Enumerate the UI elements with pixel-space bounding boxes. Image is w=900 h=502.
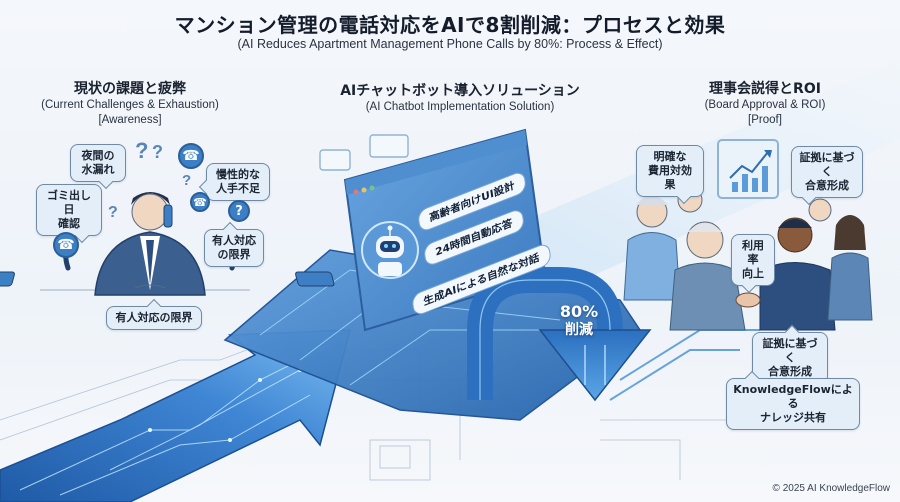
- question-mark-icon: ?: [108, 204, 118, 221]
- bubble-usage-up: 利用率 向上: [731, 234, 775, 286]
- bubble-night-leak: 夜間の 水漏れ: [70, 144, 126, 182]
- solution-title: AIチャットボット導入ソリューション: [340, 83, 580, 99]
- bubble-consensus-bottom: 証拠に基づく 合意形成: [752, 332, 828, 384]
- phone-call-icon: ☎: [190, 192, 210, 212]
- challenges-title: 現状の課題と疲弊: [74, 81, 186, 97]
- phone-call-icon: ☎: [178, 143, 204, 169]
- reduction-badge: 80% 削減: [548, 303, 610, 339]
- bubble-human-limit-side: 有人対応 の限界: [204, 229, 264, 267]
- proof-title: 理事会説得とROI: [709, 81, 821, 97]
- handshake-illustration: [623, 187, 873, 331]
- challenges-subtitle: (Current Challenges & Exhaustion): [41, 99, 219, 111]
- question-mark-icon: ?: [135, 138, 149, 163]
- question-mark-icon: ?: [182, 172, 192, 189]
- challenges-tag: [Awareness]: [98, 114, 162, 126]
- solution-heading: AIチャットボット導入ソリューション (AI Chatbot Implement…: [320, 80, 600, 115]
- question-mark-icon: ?: [152, 142, 163, 162]
- reduction-percent: 80%: [559, 302, 599, 321]
- bubble-staff-shortage: 慢性的な 人手不足: [206, 163, 270, 201]
- solution-subtitle: (AI Chatbot Implementation Solution): [365, 101, 555, 113]
- bubble-knowledge-share: KnowledgeFlowによる ナレッジ共有: [726, 378, 860, 430]
- bubble-consensus-top: 証拠に基づく 合意形成: [791, 146, 863, 198]
- proof-heading: 理事会説得とROI (Board Approval & ROI) [Proof]: [680, 78, 850, 128]
- bubble-cost-effect: 明確な 費用対効果: [636, 145, 704, 197]
- proof-tag: [Proof]: [748, 114, 782, 126]
- bubble-human-limit-bottom: 有人対応の限界: [106, 306, 202, 330]
- growth-chart-icon: [717, 139, 779, 199]
- copyright: © 2025 AI KnowledgeFlow: [772, 483, 890, 494]
- page-subtitle: (AI Reduces Apartment Management Phone C…: [237, 37, 663, 51]
- reduction-label: 削減: [565, 322, 593, 338]
- challenges-heading: 現状の課題と疲弊 (Current Challenges & Exhaustio…: [20, 78, 240, 128]
- phone-call-icon: ☎: [53, 232, 79, 258]
- question-mark-icon: ?: [228, 200, 250, 222]
- bubble-garbage-day: ゴミ出し日 確認: [36, 184, 102, 236]
- page-title: マンション管理の電話対応をAIで8割削減：プロセスと効果: [174, 13, 726, 37]
- robot-icon: [361, 221, 419, 279]
- proof-subtitle: (Board Approval & ROI): [704, 99, 826, 111]
